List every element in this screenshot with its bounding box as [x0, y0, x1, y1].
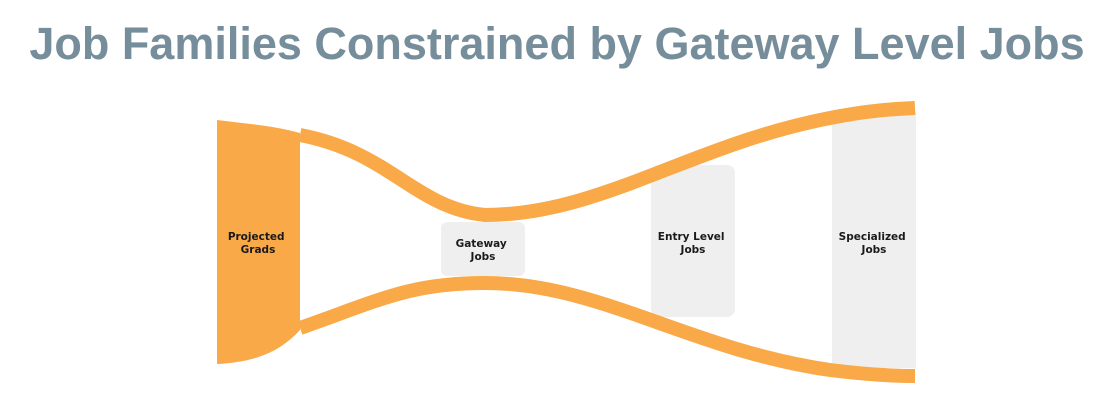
projected-grads-label-line1: Projected — [228, 231, 285, 243]
lower-flow-band — [297, 275, 916, 383]
specialized-jobs-label: Specialized Jobs — [839, 231, 910, 256]
upper-flow-band — [298, 101, 916, 223]
specialized-jobs-label-line2: Jobs — [861, 244, 887, 256]
gateway-jobs-box — [441, 222, 525, 276]
entry-level-jobs-label: Entry Level Jobs — [658, 231, 728, 256]
specialized-jobs-box — [832, 112, 916, 368]
gateway-jobs-label-line1: Gateway — [456, 238, 507, 250]
entry-level-jobs-label-line1: Entry Level — [658, 231, 725, 243]
entry-level-jobs-label-line2: Jobs — [680, 244, 706, 256]
projected-grads-label: Projected Grads — [228, 231, 288, 256]
entry-level-jobs-box — [651, 165, 735, 317]
projected-grads-label-line2: Grads — [241, 244, 276, 256]
gateway-jobs-label: Gateway Jobs — [456, 238, 511, 263]
gateway-jobs-label-line2: Jobs — [470, 251, 496, 263]
specialized-jobs-label-line1: Specialized — [839, 231, 906, 243]
projected-grads-block — [217, 120, 300, 364]
page-title: Job Families Constrained by Gateway Leve… — [29, 18, 1085, 69]
